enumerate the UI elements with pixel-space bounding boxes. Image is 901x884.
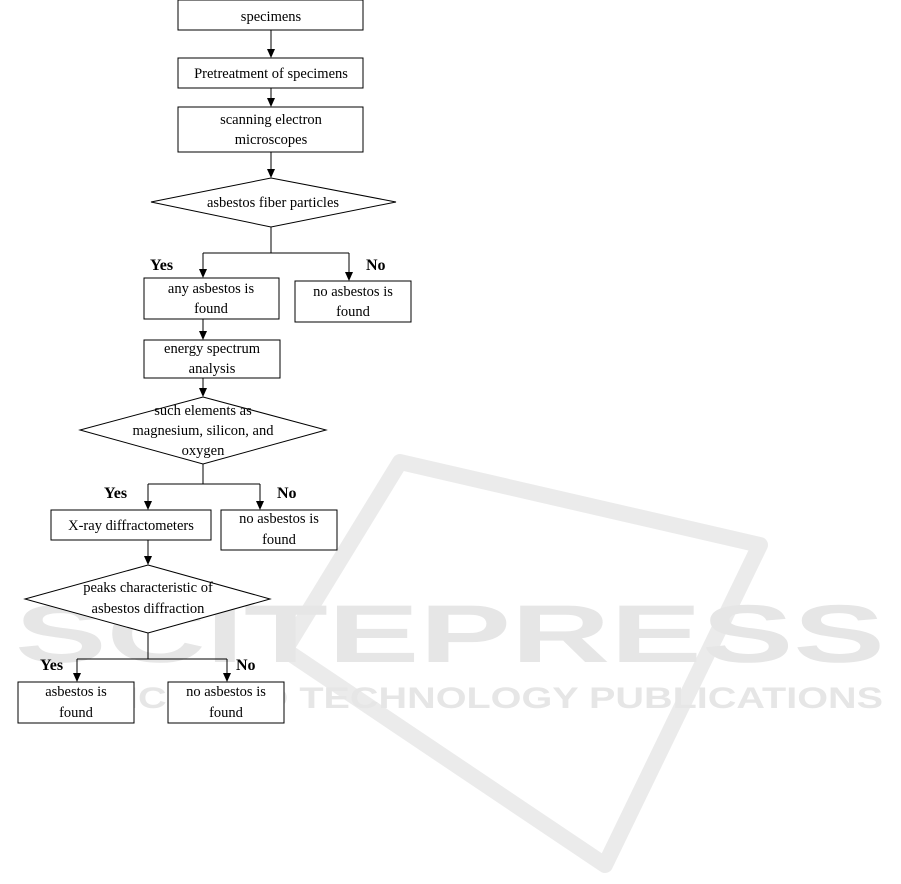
label-yes-2: Yes [104,485,127,502]
decision-peaks [23,564,272,634]
box-none-found-2 [220,509,338,551]
box-none-found-1-line-2: found [336,304,371,320]
box-pretreatment-line-1: Pretreatment of specimens [194,66,348,82]
box-none-found-3 [167,681,285,724]
box-found-line-2: found [59,705,94,721]
arrowhead [199,269,207,278]
arrowhead [199,331,207,340]
box-xray [50,509,212,541]
label-no-1: No [366,257,386,274]
arrowhead [267,98,275,107]
box-pretreatment [177,57,364,89]
box-energy-line-1: energy spectrum [164,341,261,357]
box-energy-line-2: analysis [189,361,236,377]
arrowhead [144,556,152,565]
arrowhead [144,501,152,510]
connectors [73,30,353,682]
arrowhead [199,388,207,397]
box-none-found-2-line-1: no asbestos is [239,511,319,527]
decision-elements-line-2: magnesium, silicon, and [133,423,275,439]
box-none-found-3-line-2: found [209,705,244,721]
decision-peaks-line-2: asbestos diffraction [92,601,206,617]
label-no-3: No [236,657,256,674]
arrowhead [267,169,275,178]
box-energy [143,339,281,379]
label-yes-1: Yes [150,257,173,274]
watermark-sub: SCIENCE AND TECHNOLOGY PUBLICATIONS [17,682,883,715]
box-specimens [177,0,364,31]
box-any-found-line-2: found [194,301,229,317]
watermark-logo-outline [277,454,768,873]
arrowhead [256,501,264,510]
box-none-found-2-line-2: found [262,532,297,548]
box-found [17,681,135,724]
label-yes-3: Yes [40,657,63,674]
decision-fiber [150,177,397,228]
decision-elements [78,396,328,465]
branch-labels: Yes No Yes No Yes No [40,257,386,674]
arrowhead [223,673,231,682]
box-any-found [143,277,280,320]
decision-fiber-line-1: asbestos fiber particles [207,195,339,211]
box-sem-line-2: microscopes [235,132,308,148]
decision-elements-line-3: oxygen [182,443,225,459]
box-sem-line-1: scanning electron [220,112,323,128]
box-none-found-3-line-1: no asbestos is [186,684,266,700]
box-specimens-line-1: specimens [241,9,302,25]
box-none-found-1 [294,280,412,323]
arrowhead [267,49,275,58]
box-sem [177,106,364,153]
arrowhead [73,673,81,682]
arrowhead [345,272,353,281]
box-none-found-1-line-1: no asbestos is [313,284,393,300]
box-any-found-line-1: any asbestos is [168,281,255,297]
decision-peaks-line-1: peaks characteristic of [83,580,213,596]
box-xray-line-1: X-ray diffractometers [68,518,194,534]
label-no-2: No [277,485,297,502]
decision-elements-line-1: such elements as [154,403,252,419]
box-found-line-1: asbestos is [45,684,107,700]
nodes: specimens Pretreatment of specimens scan… [17,0,412,724]
